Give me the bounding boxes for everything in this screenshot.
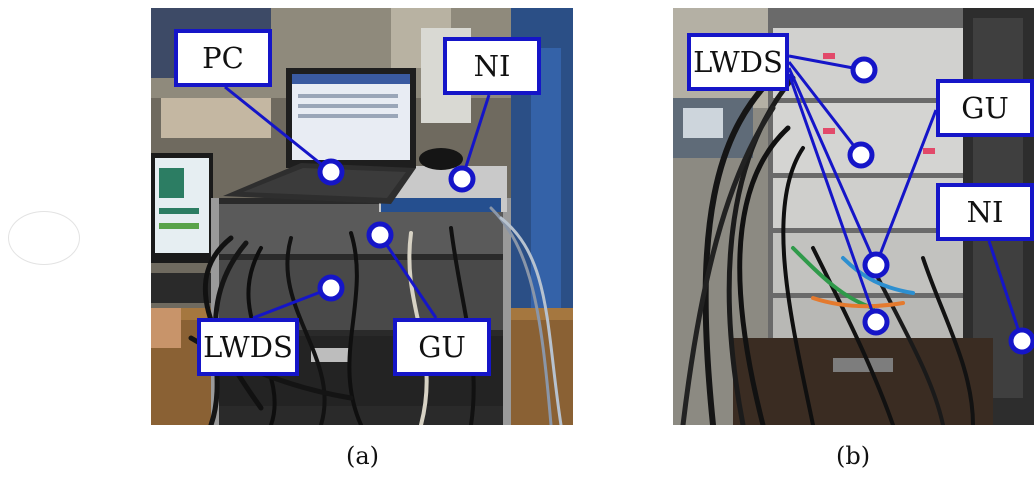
panel-b-label-gu: GU [936,79,1034,137]
panel-b-label-ni: NI [936,183,1034,241]
blank-oval-shape [8,211,80,265]
panel-b-caption: (b) [836,442,871,470]
panel-a-caption: (a) [346,442,380,470]
panel-a-label-pc: PC [174,29,272,87]
panel-a-label-gu: GU [393,318,491,376]
panel-b-label-lwds: LWDS [687,33,789,91]
panel-a-label-lwds: LWDS [197,318,299,376]
panel-a-label-ni: NI [443,37,541,95]
